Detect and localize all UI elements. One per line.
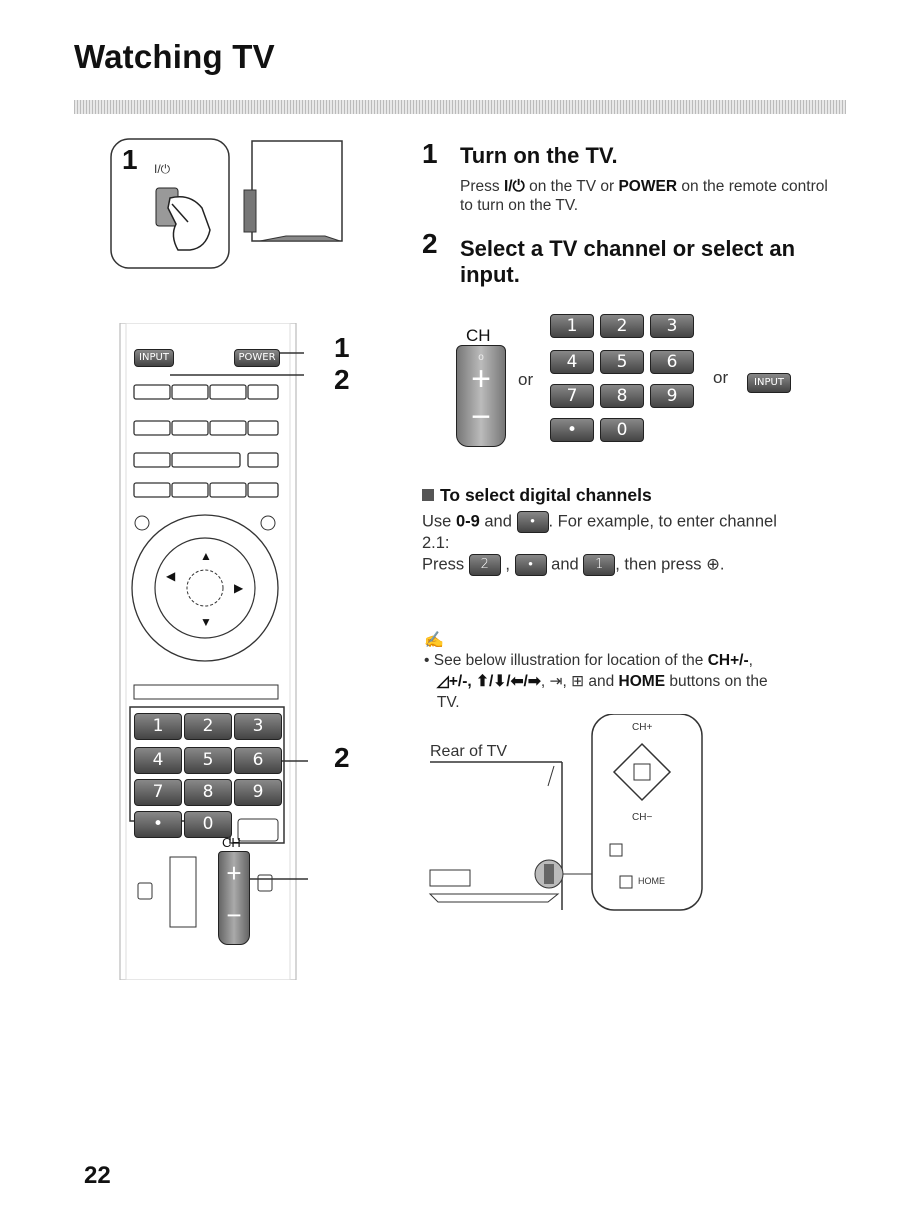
remote-key-dot: • xyxy=(134,811,182,838)
or-text-2: or xyxy=(713,368,729,387)
remote-ch-minus: − xyxy=(226,900,242,930)
remote-ch-rocker: + − xyxy=(218,851,250,945)
numpad-key-1: 1 xyxy=(550,314,594,338)
note-arrows: ⬆/⬇/⬅/➡ xyxy=(475,673,541,690)
title-rule xyxy=(74,100,846,114)
tv-power-illustration xyxy=(110,138,343,269)
input-key-icon: INPUT xyxy=(747,373,791,393)
remote-key-6: 6 xyxy=(234,747,282,774)
digital-line1-pre: Use xyxy=(422,512,456,531)
digital-line3-post: , then press ⊕. xyxy=(615,555,725,574)
tv-power-figure: 1 I/⏻ xyxy=(110,138,350,270)
ch-label: CH xyxy=(466,326,491,345)
ch-minus: − xyxy=(471,398,491,436)
digital-heading: To select digital channels xyxy=(422,485,652,506)
digital-body: Use 0-9 and •. For example, to enter cha… xyxy=(422,511,842,576)
step-1-body-post: on the remote control to turn on the TV. xyxy=(460,178,828,214)
numpad-key-9: 9 xyxy=(650,384,694,408)
remote-ch-label: CH xyxy=(222,835,241,850)
rear-ch-minus: CH− xyxy=(632,812,653,823)
rear-tv-label: Rear of TV xyxy=(430,743,508,760)
step-1-body-pre: Press xyxy=(460,178,504,195)
digital-heading-text: To select digital channels xyxy=(440,485,652,505)
rear-tv-figure: Rear of TV CH+ CH− HOME xyxy=(428,713,708,914)
remote-key-3: 3 xyxy=(234,713,282,740)
numpad-figure: 1 2 3 4 5 6 7 8 9 • 0 xyxy=(550,314,710,444)
step-1-number: 1 xyxy=(422,138,438,169)
step-2-title: Select a TV channel or select an input. xyxy=(460,236,796,287)
digital-and: and xyxy=(551,555,579,574)
heading-square-icon xyxy=(422,489,434,501)
ch-rocker: o + − xyxy=(456,345,506,447)
rear-tv-illustration xyxy=(428,713,703,911)
remote-key-2: 2 xyxy=(184,713,232,740)
note-pencil-icon: ✍ xyxy=(424,632,444,649)
remote-illustration xyxy=(119,322,308,981)
remote-dpad-down-icon: ▼ xyxy=(200,615,212,629)
remote-key-5: 5 xyxy=(184,747,232,774)
page-number: 22 xyxy=(84,1162,111,1189)
ch-plus: + xyxy=(471,360,491,398)
remote-callout-2: 2 xyxy=(334,364,350,395)
remote-key-0: 0 xyxy=(184,811,232,838)
note-body: • See below illustration for location of… xyxy=(424,652,768,711)
key-1-icon: 1 xyxy=(583,554,616,576)
remote-ch-plus: + xyxy=(226,858,242,888)
note-home-bold: HOME xyxy=(618,673,666,690)
remote-callout-1: 1 xyxy=(334,332,350,363)
dot-key-icon: • xyxy=(516,511,549,533)
digital-range: 0-9 xyxy=(455,512,480,531)
rear-home-label: HOME xyxy=(638,876,665,886)
digital-line2: 2.1: xyxy=(422,534,450,552)
digital-line1-post: . For example, to enter channel xyxy=(548,512,777,531)
power-symbol: I/⏻ xyxy=(503,178,525,195)
step-1-title: Turn on the TV. xyxy=(460,143,618,168)
remote-key-9: 9 xyxy=(234,779,282,806)
remote-key-7: 7 xyxy=(134,779,182,806)
numpad-key-5: 5 xyxy=(600,350,644,374)
page-title: Watching TV xyxy=(74,38,275,75)
digital-line1-mid: and xyxy=(479,512,517,531)
numpad-key-0: 0 xyxy=(600,418,644,442)
numpad-key-dot: • xyxy=(550,418,594,442)
note-ch-bold: CH+/- xyxy=(707,652,749,669)
digital-comma: , xyxy=(505,555,510,574)
note-volume: ◿+/-, xyxy=(436,673,476,690)
numpad-key-2: 2 xyxy=(600,314,644,338)
remote-key-4: 4 xyxy=(134,747,182,774)
figure-callout-1: 1 xyxy=(122,144,138,175)
power-word: POWER xyxy=(618,178,678,195)
remote-key-1: 1 xyxy=(134,713,182,740)
note-line3: TV. xyxy=(436,694,460,711)
step-1-body: Press I/⏻ on the TV or POWER on the remo… xyxy=(460,177,840,215)
note-line2-end: buttons on the xyxy=(665,673,768,690)
remote-key-8: 8 xyxy=(184,779,232,806)
numpad-key-6: 6 xyxy=(650,350,694,374)
remote-callout-2b: 2 xyxy=(334,742,350,773)
key-2-icon: 2 xyxy=(468,554,501,576)
digital-line3-pre: Press xyxy=(422,555,469,574)
remote-input-button: INPUT xyxy=(134,349,174,367)
remote-control-figure: INPUT POWER ◀ ▶ ▲ ▼ 1 2 3 4 5 6 7 8 9 • … xyxy=(118,322,308,981)
remote-dpad-left-icon: ◀ xyxy=(166,569,176,583)
remote-dpad-up-icon: ▲ xyxy=(200,549,212,563)
numpad-key-3: 3 xyxy=(650,314,694,338)
power-mark-label: I/⏻ xyxy=(154,162,171,176)
rear-ch-plus: CH+ xyxy=(632,722,653,733)
step-2-number: 2 xyxy=(422,228,438,259)
note-line1: See below illustration for location of t… xyxy=(433,652,708,669)
key-dot-icon: • xyxy=(514,554,547,576)
note-line2-mid: , ⇥, ⊞ and xyxy=(540,673,619,690)
remote-power-button: POWER xyxy=(234,349,280,367)
note-line1-end: , xyxy=(748,652,753,669)
remote-dpad-right-icon: ▶ xyxy=(234,581,244,595)
or-text-1: or xyxy=(518,370,534,389)
step-1-body-mid: on the TV or xyxy=(524,178,619,195)
numpad-key-4: 4 xyxy=(550,350,594,374)
numpad-key-7: 7 xyxy=(550,384,594,408)
numpad-key-8: 8 xyxy=(600,384,644,408)
